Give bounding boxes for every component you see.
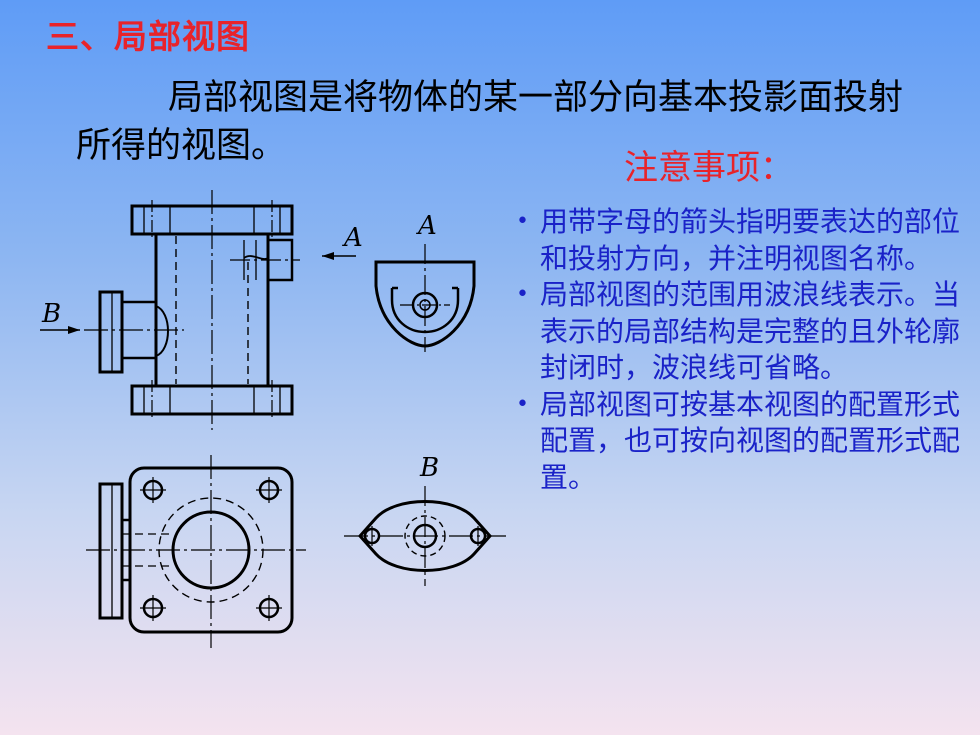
note-item: • 用带字母的箭头指明要表达的部位和投射方向，并注明视图名称。 xyxy=(512,204,972,277)
arrow-b-label: B xyxy=(41,299,61,329)
top-view-drawing xyxy=(86,455,306,648)
note-item: • 局部视图的范围用波浪线表示。当表示的局部结构是完整的且外轮廓封闭时，波浪线可… xyxy=(512,277,972,387)
bullet-icon: • xyxy=(516,391,529,417)
view-a-label: A xyxy=(416,211,437,241)
notes-list: • 用带字母的箭头指明要表达的部位和投射方向，并注明视图名称。 • 局部视图的范… xyxy=(512,204,972,496)
slide-title: 三、局部视图 xyxy=(46,17,250,56)
note-text: 局部视图的范围用波浪线表示。当表示的局部结构是完整的且外轮廓封闭时，波浪线可省略… xyxy=(540,278,961,384)
view-b-label: B xyxy=(419,453,439,483)
intro-text: 局部视图是将物体的某一部分向基本投影面投射所得的视图。 xyxy=(76,78,904,166)
bullet-icon: • xyxy=(516,282,529,307)
bullet-icon: • xyxy=(516,209,529,234)
notes-heading: 注意事项： xyxy=(624,148,794,188)
arrow-a-label: A xyxy=(342,223,363,253)
local-view-b-drawing xyxy=(344,486,506,586)
note-text: 局部视图可按基本视图的配置形式配置，也可按向视图的配置形式配置。 xyxy=(540,387,961,494)
note-text: 用带字母的箭头指明要表达的部位和投射方向，并注明视图名称。 xyxy=(540,205,961,275)
note-item: • 局部视图可按基本视图的配置形式配置，也可按向视图的配置形式配置。 xyxy=(512,387,972,497)
local-view-a-drawing xyxy=(374,244,476,352)
front-view-drawing xyxy=(40,190,356,430)
